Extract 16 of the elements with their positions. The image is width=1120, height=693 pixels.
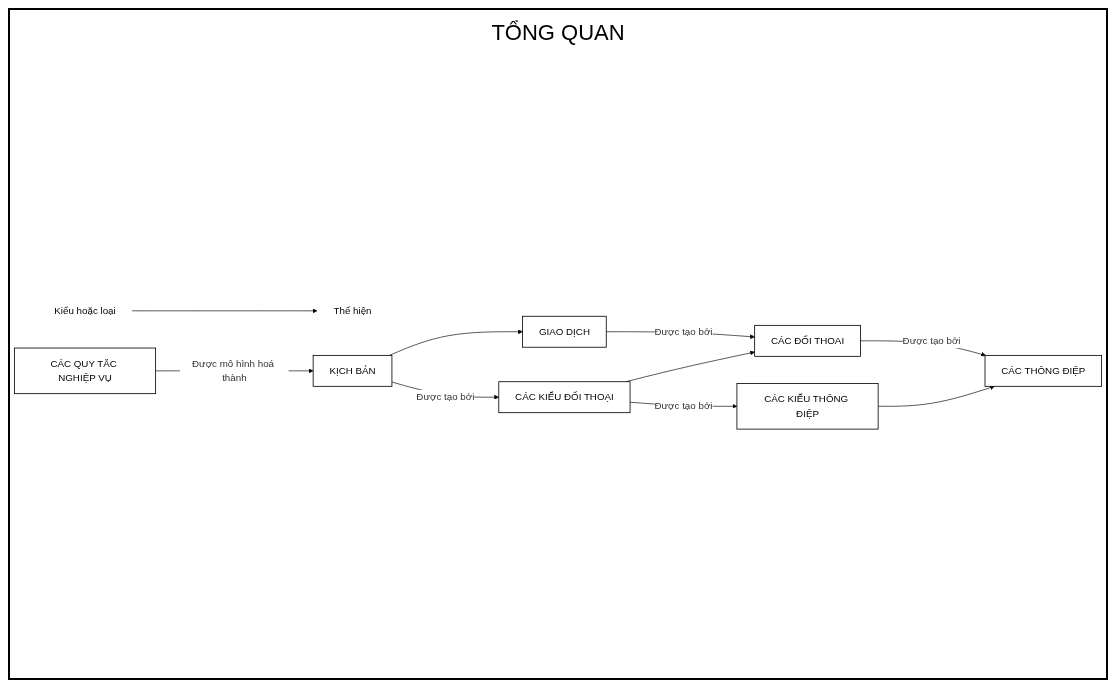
node-box (312, 354, 393, 387)
title: TỔNG QUAN (491, 20, 625, 46)
edge-label: Được tạo bởi (654, 325, 713, 337)
node-box (984, 354, 1102, 387)
diagram-frame: TỔNG QUAN Được mô hình hoá thành Được tạo bởi Được tạo bởi Được tạo bởi Được tạo bởi Kiểu hoặc loại Thể hiện CÁC QUY TẮC NGHIỆP VỤ KỊCH BẢN GIAO DỊCH CÁC KIỂU ĐỐI THOẠI CÁC ĐỐI THOAI CÁC KIỂU THÔNG ĐIỆP CÁC THÔNG ĐIỆP (8, 8, 1108, 680)
edge-label: Được tạo bởi (416, 391, 475, 403)
node-box (498, 381, 631, 413)
node-text: Thể hiện (333, 304, 372, 316)
node-box (736, 382, 879, 430)
node-text: Kiểu hoặc loại (54, 304, 116, 316)
node-box (14, 347, 157, 394)
node-box (522, 315, 607, 348)
edge-label: Được mô hình hoá thành (192, 357, 275, 384)
node-box (754, 324, 861, 357)
edge-label: Được tạo bởi (654, 400, 713, 412)
edge-label: Được tạo bởi (902, 334, 961, 346)
